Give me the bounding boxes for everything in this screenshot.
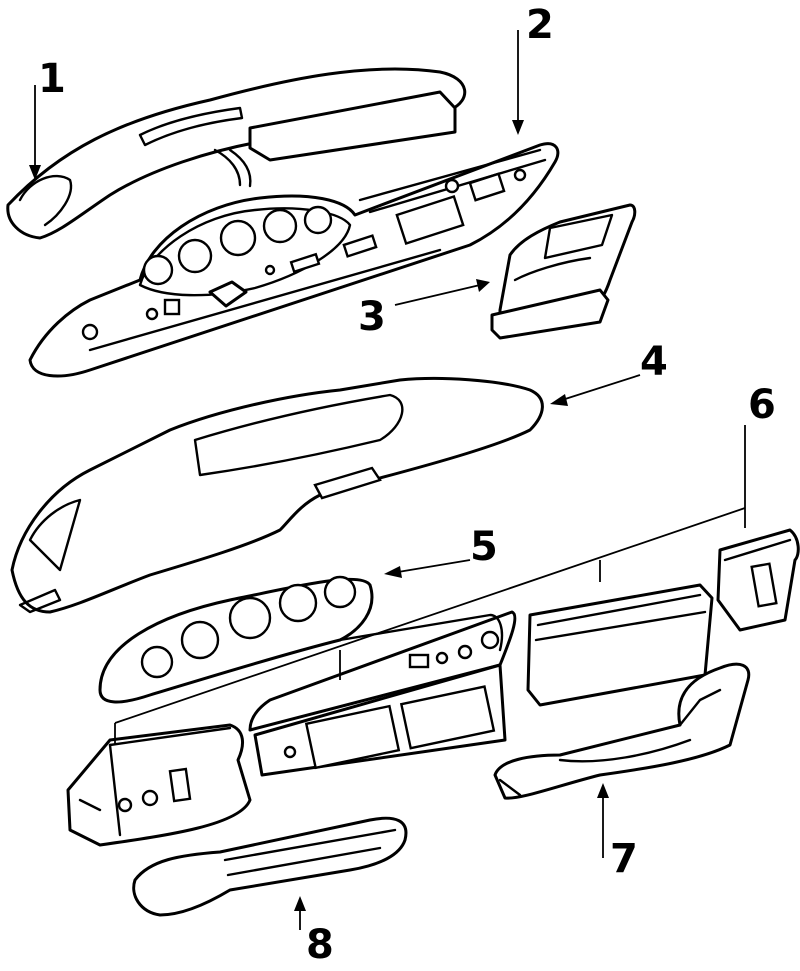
part-6-leaders bbox=[114, 425, 746, 745]
callout-label-4: 4 bbox=[640, 339, 668, 385]
part-7-knee-bolster-right bbox=[493, 662, 751, 800]
callout-label-7: 7 bbox=[610, 836, 638, 882]
callout-label-2: 2 bbox=[526, 2, 554, 48]
part-3-bracket bbox=[490, 203, 637, 340]
callout-label-3: 3 bbox=[358, 294, 386, 340]
part-2-instrument-panel bbox=[28, 142, 560, 378]
part-6-trim-set bbox=[66, 528, 800, 847]
callout-label-1: 1 bbox=[38, 56, 66, 102]
part-5-gauge-bezel bbox=[98, 575, 374, 704]
callout-label-5: 5 bbox=[470, 524, 498, 570]
callout-arrows bbox=[29, 30, 641, 930]
part-1-dash-pad bbox=[6, 67, 467, 240]
callout-label-6: 6 bbox=[748, 382, 776, 428]
callout-label-8: 8 bbox=[306, 922, 334, 968]
part-4-crash-pad bbox=[10, 376, 544, 614]
part-8-knee-bolster-left bbox=[132, 816, 408, 917]
